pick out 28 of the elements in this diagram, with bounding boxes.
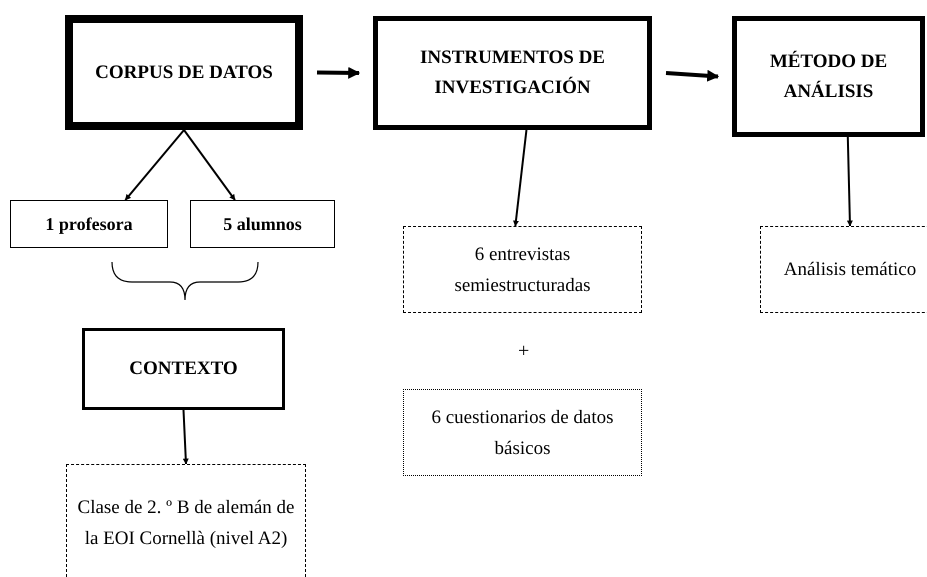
process-box bbox=[66, 464, 306, 577]
process-box bbox=[82, 328, 285, 410]
node-text: MÉTODO DE ANÁLISIS bbox=[768, 50, 888, 104]
arrow bbox=[512, 130, 528, 227]
arrow bbox=[846, 136, 853, 227]
node-text: CONTEXTO bbox=[129, 357, 238, 381]
process-box bbox=[403, 226, 642, 313]
node-text: Clase de 2. º B de alemán de la EOI Cornellà (nivel A2) bbox=[77, 496, 295, 551]
node-text: 6 cuestionarios de datos básicos bbox=[430, 406, 615, 460]
arrow bbox=[666, 70, 720, 82]
process-box bbox=[403, 389, 642, 476]
process-box bbox=[760, 226, 927, 313]
node-text: 5 alumnos bbox=[223, 213, 302, 236]
node-text: 1 profesora bbox=[45, 213, 133, 236]
node-text: 6 entrevistas semiestructuradas bbox=[453, 242, 592, 298]
arrow bbox=[182, 410, 189, 465]
arrow bbox=[124, 129, 185, 201]
plus-sign: + bbox=[518, 340, 530, 363]
node-text: Análisis temático bbox=[784, 258, 916, 282]
node-text: INSTRUMENTOS DE INVESTIGACIÓN bbox=[419, 46, 606, 100]
arrow bbox=[316, 66, 360, 79]
process-box bbox=[190, 200, 335, 248]
process-box bbox=[373, 16, 652, 130]
arrow bbox=[183, 129, 236, 201]
process-box bbox=[10, 200, 168, 248]
node-text: CORPUS DE DATOS bbox=[95, 60, 273, 84]
process-box bbox=[732, 16, 925, 137]
process-box bbox=[65, 15, 303, 130]
